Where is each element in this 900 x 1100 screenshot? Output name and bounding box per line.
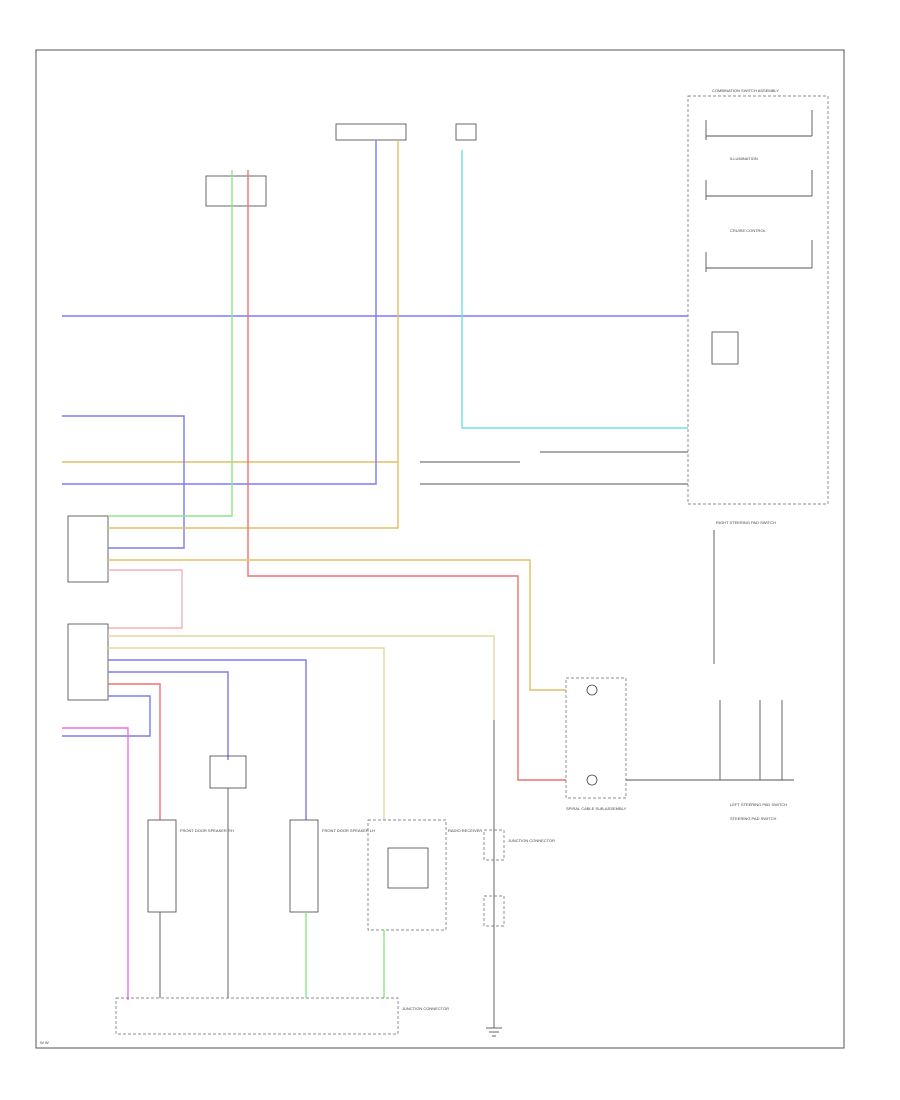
steering-pad-wiring (626, 530, 794, 781)
junction-connector-label: JUNCTION CONNECTOR (508, 838, 555, 843)
right-steering-pad-label: RIGHT STEERING PAD SWITCH (716, 520, 776, 525)
wire-blue-bus (62, 140, 377, 485)
radio-receiver-label: RADIO RECEIVER (448, 828, 482, 833)
left-connector-1 (67, 515, 109, 583)
bottom-junction-connector (115, 997, 399, 1035)
combination-switch-label: COMBINATION SWITCH ASSEMBLY (712, 88, 779, 93)
front-speaker-lh-block (289, 819, 319, 913)
steering-pad-label: STEERING PAD SWITCH (730, 816, 776, 821)
wire-blue-4 (108, 659, 307, 820)
spiral-cable-block (565, 677, 627, 799)
wire-red (247, 170, 566, 781)
wire-cyan (461, 150, 688, 429)
front-speaker-lh-label: FRONT DOOR SPEAKER LH (322, 828, 375, 833)
wire-tan-3 (108, 647, 385, 820)
left-connector-2 (67, 623, 109, 701)
left-steering-pad-label: LEFT STEERING PAD SWITCH (730, 802, 787, 807)
cruise-control-label: CRUISE CONTROL (730, 228, 767, 233)
wire-yellow-bus (62, 140, 399, 463)
wire-green (108, 170, 233, 517)
radio-receiver-block (367, 819, 447, 931)
switch-contact-rows (705, 110, 813, 272)
front-speaker-rh-block (147, 819, 177, 913)
junction-module-block (209, 755, 247, 789)
figure-label: W W (40, 1040, 49, 1045)
ground-symbol (486, 1000, 502, 1037)
radio-receiver-inner (387, 847, 429, 889)
relay-block (711, 331, 739, 365)
wire-blue-6 (62, 695, 151, 737)
bottom-junction-connector-label: JUNCTION CONNECTOR (402, 1006, 449, 1011)
wire-blue-loop (62, 415, 185, 549)
wire-gray-bus-2 (420, 451, 688, 463)
diagram-frame (35, 49, 845, 1049)
combination-switch-region (687, 95, 829, 505)
spiral-cable-label: SPIRAL CABLE SUB-ASSEMBLY (566, 806, 627, 811)
spiral-cable-top-circle (586, 684, 598, 696)
wire-pink (108, 569, 183, 629)
wire-blue-5 (108, 671, 229, 760)
wire-magenta (62, 727, 129, 1000)
front-speaker-rh-label: FRONT DOOR SPEAKER RH (180, 828, 234, 833)
wire-yellow-conn1 (108, 462, 399, 529)
wire-red-2 (108, 683, 161, 820)
wire-tan-2 (108, 635, 495, 720)
illumination-label: ILLUMINATION (730, 156, 758, 161)
spiral-cable-bottom-circle (586, 774, 598, 786)
wire-tan (108, 559, 566, 691)
top-left-connector-group (205, 123, 477, 207)
